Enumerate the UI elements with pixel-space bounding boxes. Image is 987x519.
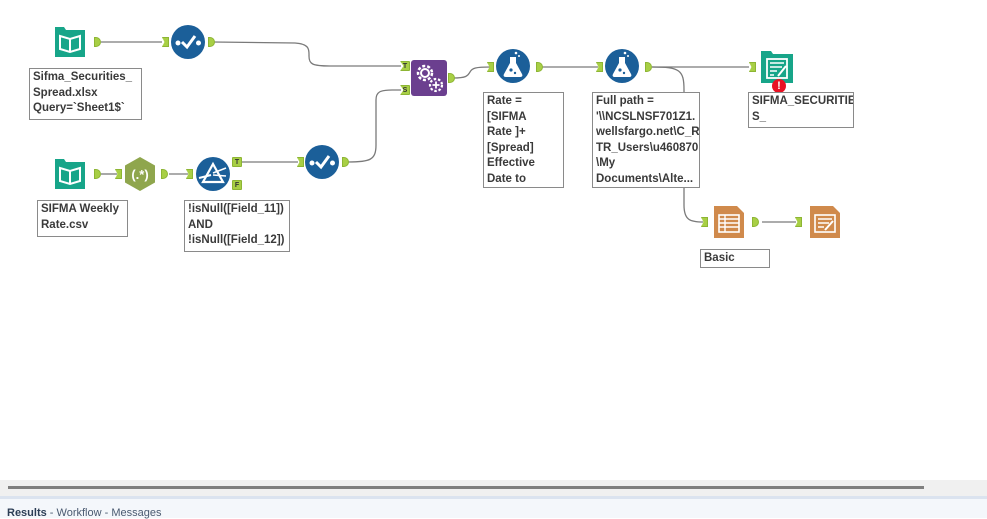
- horizontal-scrollbar[interactable]: [0, 480, 987, 496]
- annotation-filter: !isNull([Field_11]) AND !isNull([Field_1…: [184, 200, 290, 252]
- select-tool-2[interactable]: [304, 144, 340, 180]
- output-anchor[interactable]: [94, 169, 101, 179]
- flask-icon: [605, 49, 639, 83]
- false-output-anchor[interactable]: F: [232, 180, 242, 190]
- connection-append1-formula1: [452, 66, 491, 79]
- render-tool[interactable]: [807, 204, 843, 240]
- checkmark-icon: [171, 25, 205, 59]
- regex-tool[interactable]: (.*): [122, 156, 158, 192]
- checkmark-icon: [305, 145, 339, 179]
- flask-icon: [496, 49, 530, 83]
- output-anchor[interactable]: [536, 62, 543, 72]
- output-anchor[interactable]: [208, 37, 215, 47]
- connection-layer: [101, 41, 796, 223]
- connection-select2-append1: [347, 89, 401, 163]
- report-render-icon: [810, 206, 840, 238]
- results-tab[interactable]: Results: [7, 507, 47, 519]
- formula-tool-2[interactable]: [604, 48, 640, 84]
- workflow-canvas[interactable]: Sifma_Securities_ Spread.xlsx Query=`She…: [0, 0, 987, 480]
- basic-table-tool[interactable]: [711, 204, 747, 240]
- separator: -: [101, 507, 112, 519]
- output-anchor[interactable]: [752, 217, 759, 227]
- messages-tab[interactable]: Messages: [111, 507, 162, 519]
- regex-glyph: (.*): [131, 167, 148, 182]
- workflow-tab[interactable]: Workflow: [56, 507, 102, 519]
- append-fields-tool[interactable]: [411, 60, 447, 96]
- error-badge-icon[interactable]: !: [772, 79, 786, 93]
- input-data-tool-sifma-weekly-rate[interactable]: [52, 156, 88, 192]
- annotation-input2: SIFMA Weekly Rate.csv: [37, 200, 128, 237]
- document-output-icon: [761, 51, 793, 83]
- select-tool-1[interactable]: [170, 24, 206, 60]
- scrollbar-thumb[interactable]: [8, 486, 924, 489]
- annotation-formula1: Rate = [SIFMA Rate ]+[Spread] Effective …: [483, 92, 564, 188]
- formula-tool-1[interactable]: [495, 48, 531, 84]
- output-anchor[interactable]: [161, 169, 168, 179]
- results-panel-header: Results - Workflow - Messages: [0, 499, 987, 519]
- regex-icon: (.*): [125, 157, 155, 191]
- panel-divider[interactable]: [0, 496, 987, 499]
- gears-icon: [411, 60, 447, 96]
- book-icon: [55, 159, 85, 189]
- output-data-tool[interactable]: [759, 49, 795, 85]
- filter-tool[interactable]: [195, 156, 231, 192]
- output-anchor[interactable]: [94, 37, 101, 47]
- connection-select1-append1: [212, 41, 401, 67]
- annotation-output1: SIFMA_SECURITIE S_: [748, 92, 854, 128]
- output-anchor[interactable]: [645, 62, 652, 72]
- separator: -: [46, 507, 57, 519]
- output-anchor[interactable]: [342, 157, 349, 167]
- true-output-anchor[interactable]: T: [232, 157, 242, 167]
- annotation-formula2: Full path = '\\NCSLNSF701Z1. wellsfargo.…: [592, 92, 700, 188]
- table-icon: [714, 206, 744, 238]
- output-anchor[interactable]: [448, 73, 455, 83]
- annotation-basic-table: Basic Table: [700, 249, 770, 268]
- prism-filter-icon: [196, 157, 230, 191]
- input-data-tool-sifma-spread[interactable]: [52, 24, 88, 60]
- annotation-input1: Sifma_Securities_ Spread.xlsx Query=`She…: [29, 68, 142, 120]
- book-icon: [55, 27, 85, 57]
